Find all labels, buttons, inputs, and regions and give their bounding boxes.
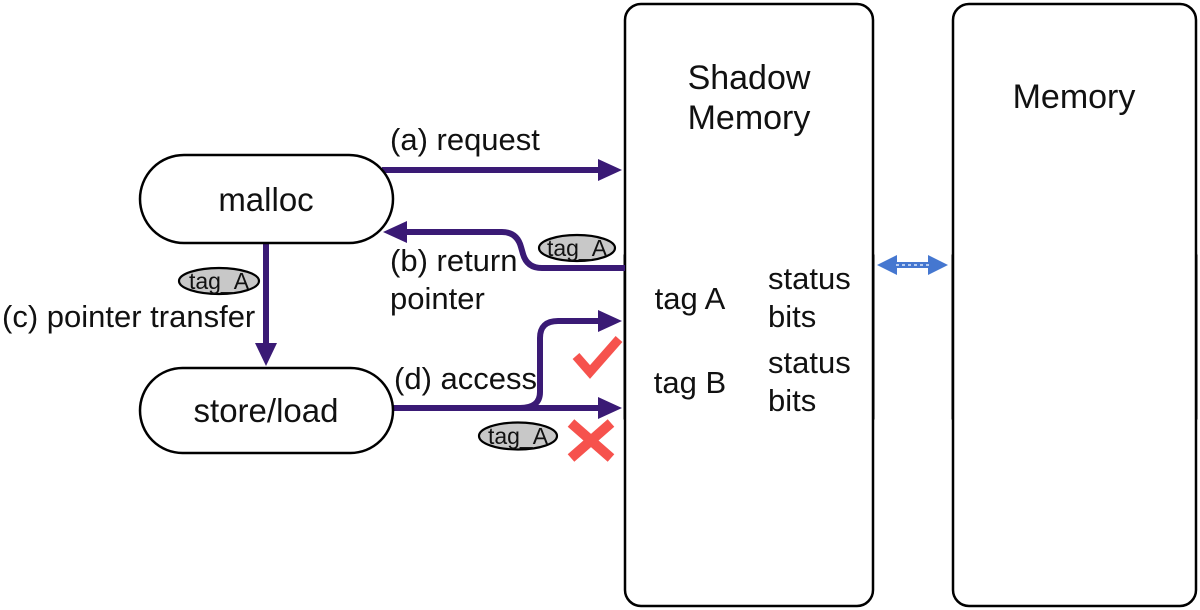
shadow-memory-title-line1: Shadow [688,59,811,97]
return-pointer-label-line1: (b) return [390,243,517,278]
access-label: (d) access [394,361,537,396]
tag-pills: tag_A tag_A tag_A [177,233,617,451]
check-icon [572,336,623,379]
result-marks [567,336,623,462]
flow-arrows [255,159,625,419]
access-tag-pill [477,421,559,451]
sync-arrow-head-right [928,255,948,275]
return-pointer-arrow-head [383,221,407,243]
shadow-memory-box: Shadow Memory tag A status bits tag B st… [623,2,875,608]
transfer-tag-pill-label: tag_A [189,268,250,294]
access-tag-pill-label: tag_A [488,423,549,449]
return-tag-pill [537,233,617,263]
sync-double-arrow-icon [877,255,948,275]
cell-status-a-line2: bits [768,299,816,334]
return-pointer-label-line2: pointer [390,281,485,316]
access-branch-arrow-head [598,310,622,332]
pointer-transfer-arrow-head [255,343,277,366]
request-label: (a) request [390,122,540,157]
store-load-label: store/load [194,392,339,429]
return-pointer-arrow-line [407,229,625,271]
return-tag-pill-label: tag_A [547,235,608,261]
cell-tag-b-label: tag B [654,365,726,400]
access-arrow-head [598,397,622,419]
transfer-tag-pill [177,266,261,296]
malloc-node [138,153,395,245]
cell-status-b-line1: status [768,345,851,380]
store-load-node [138,366,395,455]
edge-labels: (a) request (b) return pointer (c) point… [2,122,540,396]
sync-arrow-head-left [877,255,897,275]
shadow-memory-outline [623,2,875,608]
shadow-memory-title-line2: Memory [688,99,811,137]
memory-box-outline [951,2,1198,608]
cell-status-a-line1: status [768,261,851,296]
process-nodes: malloc store/load [138,153,395,455]
request-arrow-head [598,159,622,181]
malloc-label: malloc [218,181,313,218]
cross-icon [567,419,615,462]
memory-title: Memory [1013,78,1136,116]
memory-box: Memory [951,2,1198,608]
access-branch-arrow-line [519,318,600,411]
cell-tag-a-label: tag A [655,281,726,316]
pointer-transfer-label: (c) pointer transfer [2,299,255,334]
cell-status-b-line2: bits [768,383,816,418]
